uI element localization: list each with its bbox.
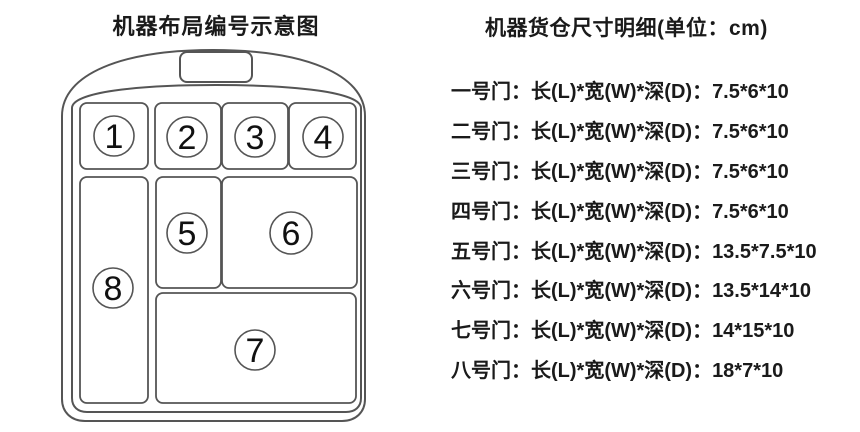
- compartment-3-number: 3: [246, 119, 265, 157]
- compartment-8-number-circle: [92, 267, 134, 309]
- dimensions-title: 机器货仓尺寸明细(单位：cm): [485, 17, 768, 40]
- spec-row-door-7: 七号门：长(L)*宽(W)*深(D)：14*15*10: [451, 320, 795, 343]
- compartment-5-number-circle: [166, 212, 208, 254]
- compartment-1-number: 1: [105, 118, 124, 156]
- spec-row-door-8: 八号门：长(L)*宽(W)*深(D)：18*7*10: [451, 360, 784, 383]
- compartment-4-number-circle: [302, 116, 344, 158]
- spec-row-door-1: 一号门：长(L)*宽(W)*深(D)：7.5*6*10: [451, 81, 789, 103]
- compartment-2-number: 2: [178, 119, 197, 157]
- compartment-2-number-circle: [166, 116, 208, 158]
- compartment-1-number-circle: [93, 115, 135, 157]
- compartment-7-number-circle: [234, 329, 276, 371]
- spec-row-door-4: 四号门：长(L)*宽(W)*深(D)：7.5*6*10: [451, 200, 789, 223]
- dimensions-list: 一号门：长(L)*宽(W)*深(D)：7.5*6*10 二号门：长(L)*宽(W…: [451, 73, 817, 392]
- spec-row-door-5: 五号门：长(L)*宽(W)*深(D)：13.5*7.5*10: [451, 240, 817, 263]
- compartment-8-number: 8: [104, 270, 123, 308]
- compartment-5-number: 5: [178, 215, 197, 253]
- machine-layout-diagram: 1 2 3 4 5 6 7 8: [61, 48, 366, 422]
- dimensions-panel: 机器货仓尺寸明细(单位：cm) 一号门：长(L)*宽(W)*深(D)：7.5*6…: [430, 0, 860, 432]
- spec-row-door-3: 三号门：长(L)*宽(W)*深(D)：7.5*6*10: [451, 160, 789, 183]
- machine-layout-title: 机器布局编号示意图: [112, 14, 320, 39]
- compartment-6-number-circle: [269, 211, 313, 255]
- display-screen: [179, 51, 253, 83]
- cabinet-panel-outline: [71, 83, 362, 413]
- spec-row-door-6: 六号门：长(L)*宽(W)*深(D)：13.5*14*10: [451, 280, 812, 303]
- compartment-4-number: 4: [314, 119, 333, 157]
- compartment-7-number: 7: [246, 332, 265, 370]
- spec-row-door-2: 二号门：长(L)*宽(W)*深(D)：7.5*6*10: [451, 120, 789, 143]
- machine-outline: [61, 48, 366, 422]
- compartment-3-number-circle: [234, 116, 276, 158]
- compartment-6-number: 6: [282, 215, 301, 253]
